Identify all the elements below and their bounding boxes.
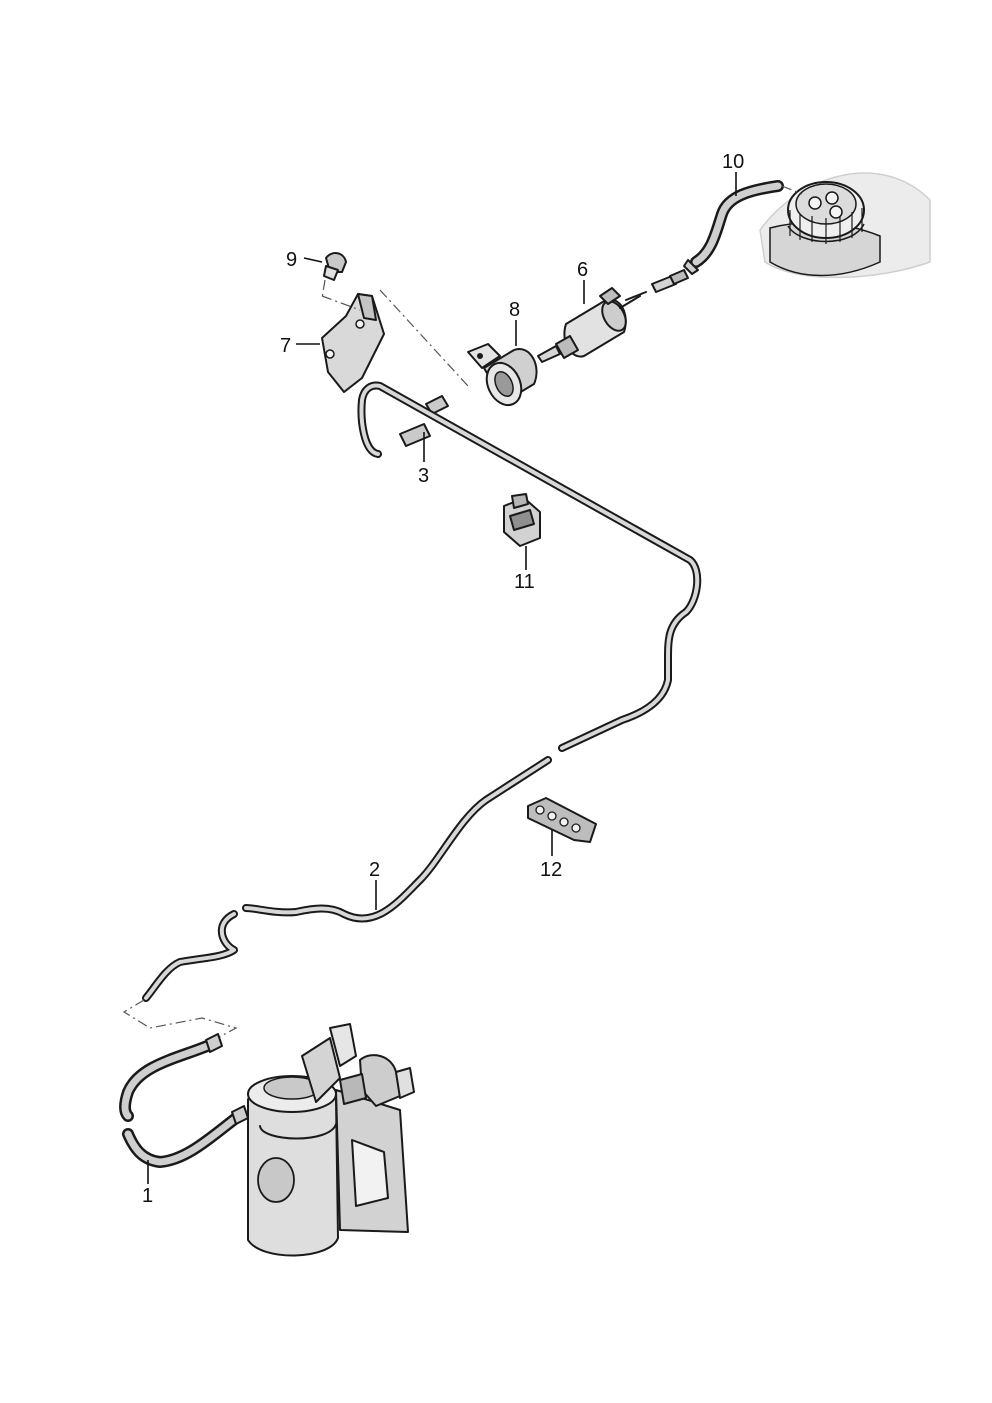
part-6-fuel-pump[interactable] — [537, 287, 641, 363]
callout-2: 2 — [369, 859, 380, 881]
reference-dash-lines — [122, 999, 238, 1041]
part-11-clip[interactable] — [503, 493, 541, 547]
callout-7: 7 — [280, 335, 291, 357]
callout-11: 11 — [514, 571, 535, 593]
callout-12: 12 — [540, 859, 562, 881]
fuel-tank-sender — [759, 172, 931, 279]
callout-6: 6 — [577, 259, 588, 281]
part-12-holder[interactable] — [527, 797, 597, 843]
callout-8: 8 — [509, 299, 520, 321]
callout-9: 9 — [286, 249, 297, 271]
part-1-hose[interactable] — [119, 1033, 249, 1168]
part-8-clamp[interactable] — [467, 343, 538, 411]
part-7-bracket[interactable] — [321, 289, 469, 393]
connector-pieces — [625, 269, 689, 301]
leader-lines — [147, 172, 737, 1184]
callout-labels: 10 6 8 9 7 3 11 2 12 1 — [142, 151, 744, 1207]
callout-10: 10 — [722, 151, 744, 173]
part-10-hose[interactable] — [683, 180, 803, 275]
part-9-bolt[interactable] — [321, 252, 347, 299]
callout-3: 3 — [418, 465, 429, 487]
part-2-fuel-line[interactable] — [142, 381, 702, 1002]
callout-1: 1 — [142, 1185, 153, 1207]
heater-unit — [247, 1023, 415, 1257]
